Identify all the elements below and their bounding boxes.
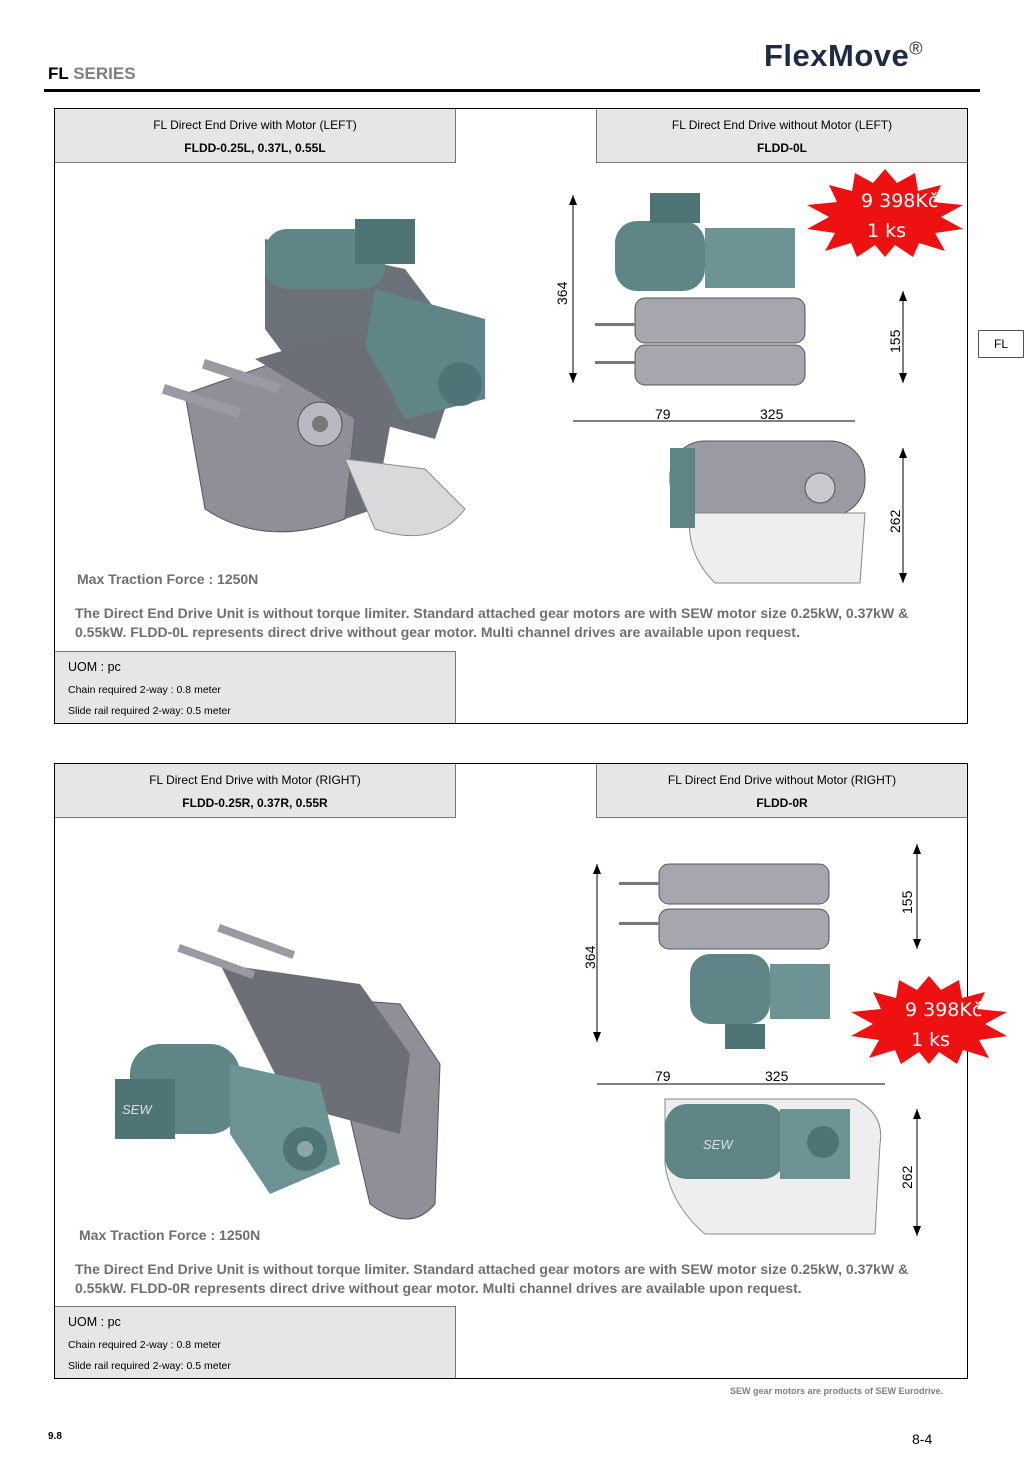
dimension-drawing-right: 364 155 79 325 SEW 262: [585, 844, 921, 1236]
models-without-motor: FLDD-0R: [756, 796, 808, 810]
models-without-motor: FLDD-0L: [757, 141, 807, 155]
series-title: FL SERIES: [48, 64, 136, 83]
sew-motor-label-drawing: SEW: [703, 1137, 734, 1152]
models-with-motor: FLDD-0.25R, 0.37R, 0.55R: [182, 796, 328, 810]
drive-3d-illustration-left: [161, 219, 485, 537]
dim-offset: 79: [655, 406, 671, 422]
panel-header-with-motor: FL Direct End Drive with Motor (LEFT) FL…: [55, 109, 456, 163]
price-qty: 1 ks: [867, 220, 906, 242]
price-value: 9 398Kč: [861, 190, 938, 212]
uom-label: UOM : pc: [68, 1315, 121, 1329]
panel-header-with-motor: FL Direct End Drive with Motor (RIGHT) F…: [55, 764, 456, 818]
panel-header-without-motor: FL Direct End Drive without Motor (LEFT)…: [596, 109, 967, 163]
price-value: 9 398Kč: [905, 999, 982, 1021]
uom-label: UOM : pc: [68, 660, 121, 674]
title-without-motor: FL Direct End Drive without Motor (LEFT): [671, 118, 893, 132]
slide-rail-required: Slide rail required 2-way: 0.5 meter: [68, 705, 231, 717]
title-with-motor: FL Direct End Drive with Motor (LEFT): [153, 118, 357, 132]
chain-required: Chain required 2-way : 0.8 meter: [68, 1339, 221, 1351]
sew-motor-label: SEW: [122, 1102, 153, 1117]
sew-footnote: SEW gear motors are products of SEW Euro…: [730, 1386, 944, 1396]
side-tab-fl[interactable]: FL: [978, 330, 1024, 358]
price-burst-right: 9 398Kč 1 ks: [851, 976, 1007, 1064]
dim-mid: 155: [887, 329, 903, 353]
dimension-drawing-left: 364 155 79 325 262: [555, 193, 907, 584]
drive-3d-illustration-right: SEW: [115, 924, 441, 1220]
max-traction-force: Max Traction Force : 1250N: [77, 571, 259, 587]
slide-rail-required: Slide rail required 2-way: 0.5 meter: [68, 1360, 231, 1372]
panel-right-drive: FL Direct End Drive with Motor (RIGHT) F…: [54, 763, 1007, 1379]
title-without-motor: FL Direct End Drive without Motor (RIGHT…: [667, 773, 897, 787]
drive-description: The Direct End Drive Unit is without tor…: [75, 1261, 909, 1296]
dim-mid: 155: [899, 890, 915, 914]
models-with-motor: FLDD-0.25L, 0.37L, 0.55L: [184, 141, 326, 155]
dim-height: 364: [555, 281, 570, 305]
page-number: 8-4: [912, 1431, 933, 1447]
dim-lower: 262: [887, 509, 903, 533]
max-traction-force: Max Traction Force : 1250N: [79, 1227, 261, 1243]
panel-left-drive: FL Direct End Drive with Motor (LEFT) FL…: [54, 108, 968, 724]
uom-box: UOM : pc Chain required 2-way : 0.8 mete…: [55, 651, 456, 723]
uom-box: UOM : pc Chain required 2-way : 0.8 mete…: [55, 1306, 456, 1378]
drive-description: The Direct End Drive Unit is without tor…: [75, 605, 909, 640]
price-burst-left: 9 398Kč 1 ks: [807, 169, 963, 257]
flexmove-logo: FlexMove®: [764, 38, 924, 73]
dim-length: 325: [765, 1068, 789, 1084]
price-qty: 1 ks: [911, 1029, 950, 1051]
title-with-motor: FL Direct End Drive with Motor (RIGHT): [149, 773, 361, 787]
dim-height: 364: [585, 945, 598, 969]
dim-length: 325: [760, 406, 784, 422]
chain-required: Chain required 2-way : 0.8 meter: [68, 684, 221, 696]
panel-header-without-motor: FL Direct End Drive without Motor (RIGHT…: [596, 764, 967, 818]
dim-lower: 262: [899, 1165, 915, 1189]
dim-offset: 79: [655, 1068, 671, 1084]
version-number: 9.8: [48, 1431, 62, 1442]
header-rule: [44, 89, 980, 92]
